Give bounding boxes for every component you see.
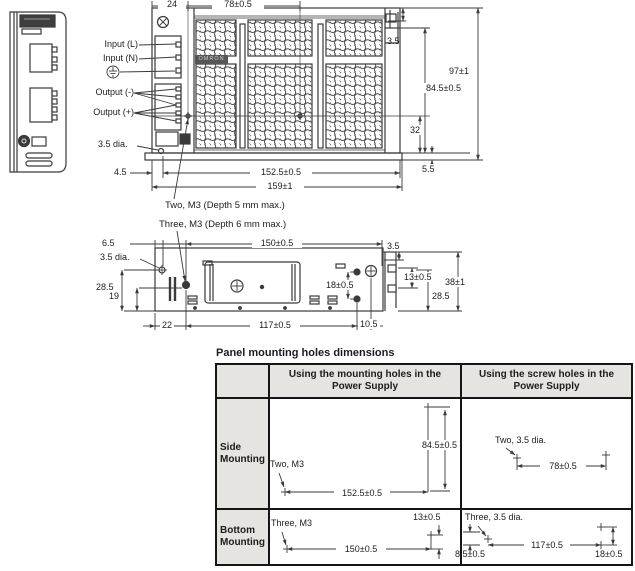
dim-24: 24 (158, 0, 186, 9)
note-three-m3: Three, M3 (Depth 6 mm max.) (159, 219, 287, 230)
dim-4-5: 4.5 (114, 167, 127, 177)
table-dim-78: 78±0.5 (540, 461, 586, 471)
table-corner-cell (217, 365, 270, 399)
dim-19: 19 (109, 291, 120, 301)
col-header-mounting-holes: Using the mounting holes in the Power Su… (270, 365, 462, 399)
table-note-three-m3: Three, M3 (271, 518, 313, 528)
note-two-m3: Two, M3 (Depth 5 mm max.) (165, 200, 285, 211)
side-view-lines (9, 11, 67, 173)
table-dim-150: 150±0.5 (336, 544, 386, 554)
bottom-view-dimensions (120, 240, 462, 330)
label-3-5-dia-front: 3.5 dia. (98, 139, 128, 149)
dim-117: 117±0.5 (250, 320, 300, 330)
dim-3-5-top: 3.5 (387, 36, 400, 46)
dim-6-5: 6.5 (102, 238, 115, 248)
table-dim-84-5: 84.5±0.5 (420, 440, 459, 450)
label-output-neg: Output (-) (95, 87, 134, 97)
dim-32: 32 (408, 125, 423, 135)
label-3-5-dia-bottom: 3.5 dia. (100, 252, 130, 262)
cell-side-screw-diagram (462, 399, 631, 510)
bottom-view-lines (154, 247, 397, 312)
table-dim-18: 18±0.5 (595, 549, 623, 559)
dim-150: 150±0.5 (252, 238, 302, 248)
table-note-three-3-5: Three, 3.5 dia. (465, 512, 524, 522)
cell-side-mounting-diagram (270, 399, 462, 510)
table-dim-117: 117±0.5 (524, 540, 570, 550)
label-output-pos: Output (+) (93, 107, 134, 117)
table-note-two-m3: Two, M3 (270, 459, 305, 469)
row-header-bottom-mounting: Bottom Mounting (217, 510, 270, 564)
dim-159: 159±1 (256, 181, 304, 191)
label-input-n: Input (N) (102, 53, 138, 63)
dim-28-5-left: 28.5 (96, 282, 114, 292)
table-dim-152-5: 152.5±0.5 (334, 488, 390, 498)
row-header-side-mounting: Side Mounting (217, 399, 270, 510)
table-note-two-3-5: Two, 3.5 dia. (495, 435, 547, 445)
dim-22: 22 (160, 320, 175, 330)
cell-bottom-mounting-diagram (270, 510, 462, 564)
dim-13: 13±0.5 (402, 272, 434, 282)
dim-97: 97±1 (449, 66, 469, 76)
dim-18: 18±0.5 (324, 280, 356, 290)
dim-152-5: 152.5±0.5 (250, 167, 312, 177)
brand-label: OMRON (195, 55, 228, 64)
dim-38: 38±1 (443, 277, 467, 287)
dim-10-5: 10.5 (358, 319, 380, 329)
dim-78: 78±0.5 (212, 0, 264, 9)
dim-5-5: 5.5 (420, 164, 437, 174)
dim-28-5-right: 28.5 (432, 291, 450, 301)
dim-84-5: 84.5±0.5 (424, 83, 463, 93)
table-title: Panel mounting holes dimensions (216, 347, 395, 359)
table-dim-8-5: 8.5±0.5 (455, 549, 485, 559)
front-view-lines (144, 7, 430, 161)
table-dim-13: 13±0.5 (413, 512, 441, 522)
dim-3-5-bracket: 3.5 (385, 241, 402, 251)
col-header-screw-holes: Using the screw holes in the Power Suppl… (462, 365, 631, 399)
label-input-l: Input (L) (104, 39, 138, 49)
